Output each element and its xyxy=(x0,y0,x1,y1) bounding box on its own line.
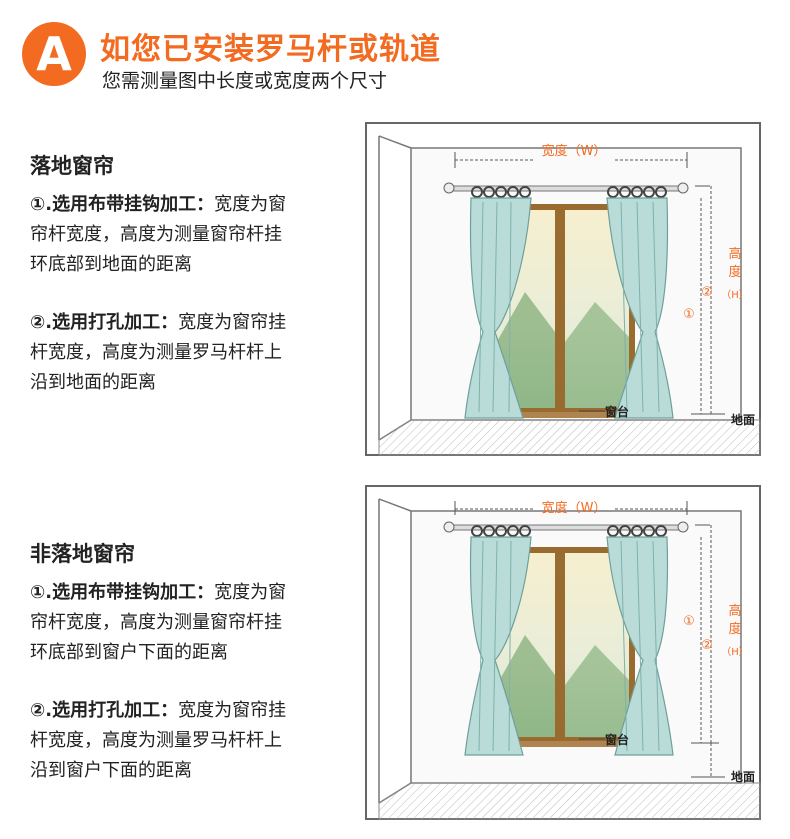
left-curtain xyxy=(464,197,532,419)
sill-label: 窗台 xyxy=(605,404,629,419)
floor-label: 地面 xyxy=(731,412,755,427)
sill-label: 窗台 xyxy=(605,732,629,747)
floor-label: 地面 xyxy=(731,769,755,784)
instruction-text: 宽度为窗 xyxy=(214,582,287,603)
floor xyxy=(378,419,761,456)
instruction-label: ①.选用布带挂钩加工： xyxy=(30,582,215,603)
instruction-text: 宽度为窗帘挂 xyxy=(178,312,287,333)
height-label: （H） xyxy=(721,289,749,301)
marker-1: ① xyxy=(683,614,695,629)
instruction-text: 宽度为窗 xyxy=(214,194,287,215)
section-short-curtain: 非落地窗帘 ①.选用布带挂钩加工：宽度为窗 帘杆宽度，高度为测量窗帘杆挂 环底部… xyxy=(30,538,340,786)
instruction-text: 沿到窗户下面的距离 xyxy=(30,760,192,781)
diagram-floor-curtain: 宽度（W） ① ② 高 度 （H） 窗台 地面 xyxy=(365,122,761,456)
height-label: 高 xyxy=(728,246,741,262)
floor xyxy=(378,782,761,820)
instruction-1: ①.选用布带挂钩加工：宽度为窗 帘杆宽度，高度为测量窗帘杆挂 环底部到地面的距离 xyxy=(30,190,340,280)
instruction-text: 杆宽度，高度为测量罗马杆杆上 xyxy=(30,342,282,363)
page-title: 如您已安装罗马杆或轨道 xyxy=(100,32,441,67)
instruction-2: ②.选用打孔加工：宽度为窗帘挂 杆宽度，高度为测量罗马杆杆上 沿到窗户下面的距离 xyxy=(30,696,340,786)
header: A 如您已安装罗马杆或轨道 您需测量图中长度或宽度两个尺寸 xyxy=(22,18,772,98)
instruction-text: 杆宽度，高度为测量罗马杆杆上 xyxy=(30,730,282,751)
width-label: 宽度（W） xyxy=(542,143,607,159)
instruction-label: ②.选用打孔加工： xyxy=(30,700,179,721)
section-floor-curtain: 落地窗帘 ①.选用布带挂钩加工：宽度为窗 帘杆宽度，高度为测量窗帘杆挂 环底部到… xyxy=(30,150,340,398)
height-label: （H） xyxy=(721,646,749,658)
instruction-text: 帘杆宽度，高度为测量窗帘杆挂 xyxy=(30,612,282,633)
instruction-label: ②.选用打孔加工： xyxy=(30,312,179,333)
instruction-text: 环底部到地面的距离 xyxy=(30,254,192,275)
marker-2: ② xyxy=(701,638,713,653)
left-curtain xyxy=(464,536,532,756)
marker-1: ① xyxy=(683,307,695,322)
instruction-label: ①.选用布带挂钩加工： xyxy=(30,194,215,215)
diagram-short-curtain: 宽度（W） ① ② 高 度 （H） 窗台 地面 xyxy=(365,485,761,820)
instruction-text: 宽度为窗帘挂 xyxy=(178,700,287,721)
height-label: 高 xyxy=(728,603,741,619)
window-diagram: 宽度（W） ① ② 高 度 （H） 窗台 地面 xyxy=(365,485,761,820)
instruction-text: 帘杆宽度，高度为测量窗帘杆挂 xyxy=(30,224,282,245)
width-label: 宽度（W） xyxy=(542,500,607,516)
window-diagram: 宽度（W） ① ② 高 度 （H） 窗台 地面 xyxy=(365,122,761,456)
instruction-2: ②.选用打孔加工：宽度为窗帘挂 杆宽度，高度为测量罗马杆杆上 沿到地面的距离 xyxy=(30,308,340,398)
marker-2: ② xyxy=(701,285,713,300)
height-label: 度 xyxy=(728,621,741,637)
section-title: 落地窗帘 xyxy=(30,154,114,178)
height-label: 度 xyxy=(728,264,741,280)
section-title: 非落地窗帘 xyxy=(30,542,135,566)
instruction-text: 沿到地面的距离 xyxy=(30,372,156,393)
instruction-text: 环底部到窗户下面的距离 xyxy=(30,642,228,663)
page-subtitle: 您需测量图中长度或宽度两个尺寸 xyxy=(102,70,388,92)
section-badge: A xyxy=(22,22,86,86)
instruction-1: ①.选用布带挂钩加工：宽度为窗 帘杆宽度，高度为测量窗帘杆挂 环底部到窗户下面的… xyxy=(30,578,340,668)
